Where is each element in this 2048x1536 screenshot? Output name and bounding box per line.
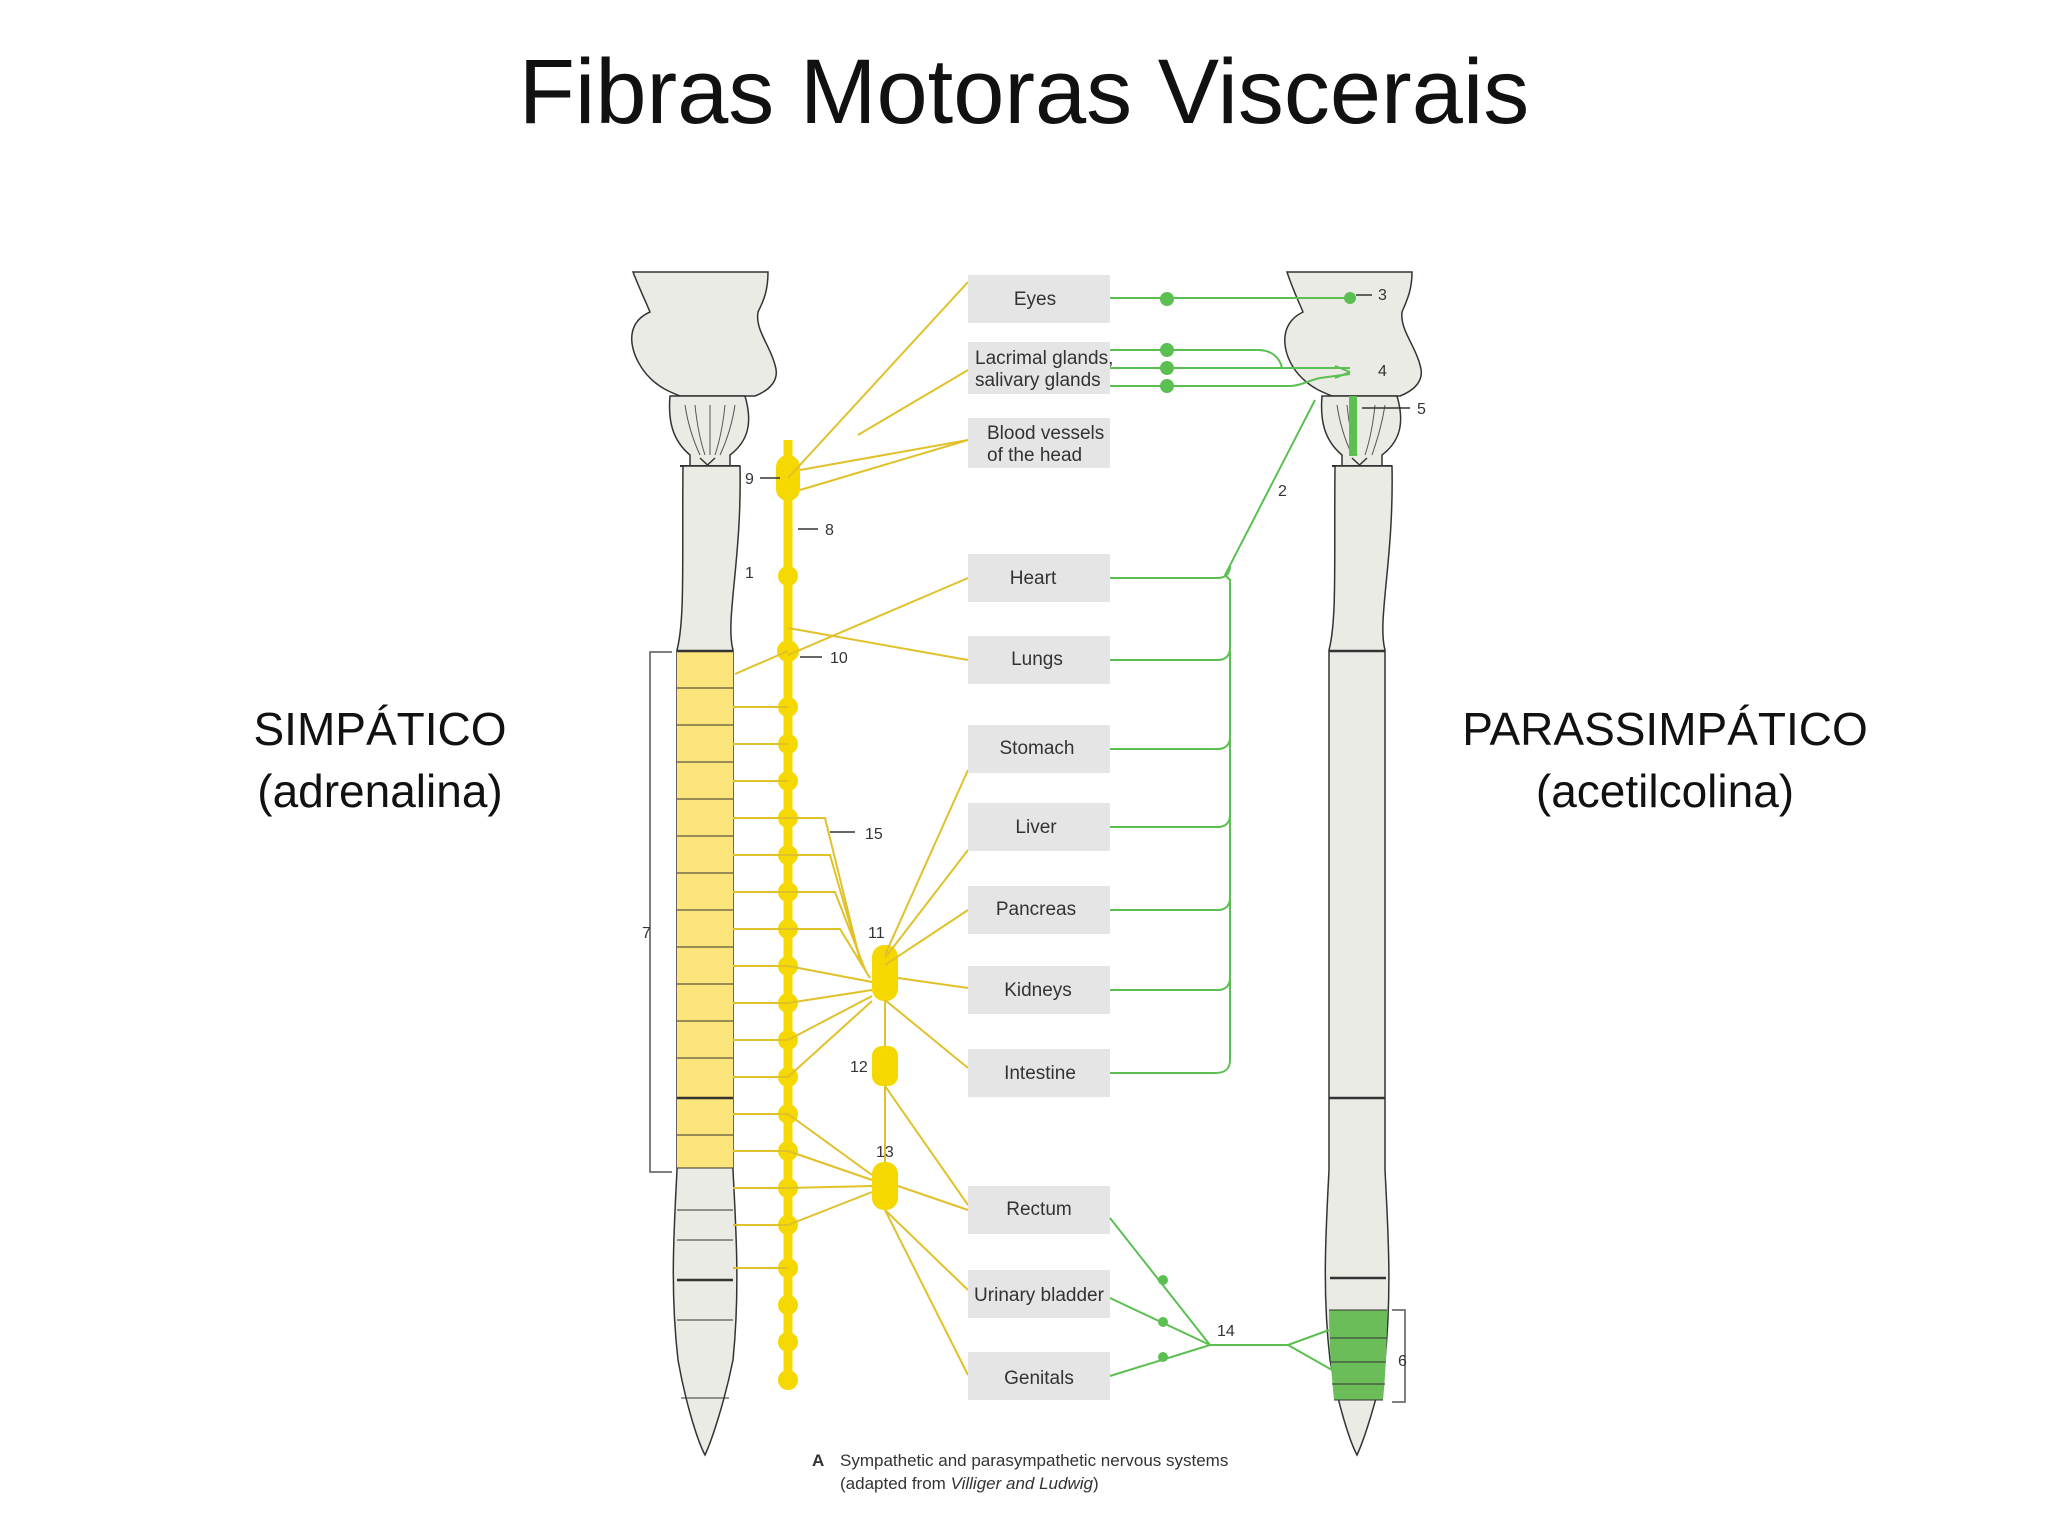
left-brain-top bbox=[631, 271, 777, 397]
label-14: 14 bbox=[1217, 1323, 1235, 1340]
right-sacral-segments bbox=[1329, 1310, 1387, 1400]
organ-blood-vessels: Blood vessels of the head bbox=[968, 418, 1110, 468]
organ-kidneys-label: Kidneys bbox=[1004, 980, 1072, 1001]
right-brain-spinal-cord bbox=[1284, 271, 1422, 1457]
label-12: 12 bbox=[850, 1059, 868, 1076]
caption-line-2-suffix: ) bbox=[1093, 1474, 1099, 1493]
parasympathetic-fibers bbox=[1109, 297, 1351, 1377]
sympathetic-postganglionic bbox=[787, 281, 969, 1376]
ganglion-11 bbox=[872, 945, 898, 1001]
label-7: 7 bbox=[642, 925, 651, 942]
organ-liver: Liver bbox=[968, 803, 1110, 851]
figure-caption: A Sympathetic and parasympathetic nervou… bbox=[812, 1451, 1228, 1493]
label-11: 11 bbox=[868, 925, 885, 942]
organ-rectum: Rectum bbox=[968, 1186, 1110, 1234]
label-9: 9 bbox=[745, 471, 754, 488]
reference-numbers: 9 8 1 10 15 7 11 12 13 14 3 4 5 2 6 bbox=[642, 287, 1426, 1370]
parasympathetic-ganglia bbox=[1158, 292, 1356, 1362]
organ-pancreas-label: Pancreas bbox=[996, 899, 1076, 920]
right-brain-top bbox=[1284, 271, 1422, 397]
rami-communicantes bbox=[733, 650, 789, 1269]
organ-heart-label: Heart bbox=[1010, 568, 1057, 589]
label-4: 4 bbox=[1378, 363, 1387, 380]
ganglion-13 bbox=[872, 1162, 898, 1210]
organ-intestine-label: Intestine bbox=[1004, 1063, 1076, 1084]
organ-lungs: Lungs bbox=[968, 636, 1110, 684]
splanchnic-nerves bbox=[787, 817, 886, 1226]
organ-liver-label: Liver bbox=[1015, 817, 1057, 838]
label-2: 2 bbox=[1278, 483, 1287, 500]
right-spinal-cord bbox=[1324, 465, 1393, 1457]
organ-boxes: Eyes Lacrimal glands, salivary glands Bl… bbox=[968, 275, 1113, 1400]
caption-line-2-prefix: (adapted from bbox=[840, 1474, 951, 1493]
organ-stomach: Stomach bbox=[968, 725, 1110, 773]
organ-lungs-label: Lungs bbox=[1011, 649, 1063, 670]
organ-genitals-label: Genitals bbox=[1004, 1368, 1074, 1389]
organ-blood-label-1: Blood vessels bbox=[987, 423, 1104, 444]
parasympathetic-label-transmitter: (acetilcolina) bbox=[1535, 765, 1795, 817]
label-8: 8 bbox=[825, 522, 834, 539]
organ-blood-label-2: of the head bbox=[987, 445, 1082, 466]
sympathetic-trunk bbox=[776, 440, 898, 1390]
right-brainstem bbox=[1320, 395, 1402, 471]
sympathetic-label-name: SIMPÁTICO bbox=[253, 703, 507, 755]
organ-stomach-label: Stomach bbox=[1000, 738, 1075, 759]
organ-eyes: Eyes bbox=[968, 275, 1110, 323]
label-10: 10 bbox=[830, 650, 848, 667]
left-sympathetic-segments bbox=[677, 650, 733, 1168]
organ-eyes-label: Eyes bbox=[1014, 289, 1056, 310]
sympathetic-label: SIMPÁTICO (adrenalina) bbox=[170, 698, 590, 822]
left-brainstem bbox=[668, 395, 750, 471]
organ-bladder-label: Urinary bladder bbox=[974, 1285, 1105, 1306]
organ-genitals: Genitals bbox=[968, 1352, 1110, 1400]
caption-line-2: (adapted from Villiger and Ludwig) bbox=[840, 1474, 1099, 1493]
organ-rectum-label: Rectum bbox=[1006, 1199, 1071, 1220]
label-13: 13 bbox=[876, 1144, 894, 1161]
parasympathetic-label-name: PARASSIMPÁTICO bbox=[1462, 703, 1868, 755]
organ-glands: Lacrimal glands, salivary glands bbox=[968, 342, 1113, 394]
label-1: 1 bbox=[745, 565, 754, 582]
organ-pancreas: Pancreas bbox=[968, 886, 1110, 934]
label-3: 3 bbox=[1378, 287, 1387, 304]
left-brain-spinal-cord bbox=[631, 271, 777, 1457]
sympathetic-label-transmitter: (adrenalina) bbox=[257, 765, 503, 817]
organ-heart: Heart bbox=[968, 554, 1110, 602]
organ-kidneys: Kidneys bbox=[968, 966, 1110, 1014]
parasympathetic-label: PARASSIMPÁTICO (acetilcolina) bbox=[1455, 698, 1875, 822]
organ-glands-label-2: salivary glands bbox=[975, 370, 1101, 391]
slide-title: Fibras Motoras Viscerais bbox=[518, 41, 1530, 143]
label-6: 6 bbox=[1398, 1353, 1407, 1370]
ganglion-12 bbox=[872, 1046, 898, 1086]
vagal-nucleus bbox=[1349, 396, 1357, 456]
caption-line-2-authors: Villiger and Ludwig bbox=[951, 1474, 1094, 1493]
bracket-7 bbox=[649, 651, 672, 1173]
label-5: 5 bbox=[1417, 401, 1426, 418]
organ-urinary-bladder: Urinary bladder bbox=[968, 1270, 1110, 1318]
caption-line-1: Sympathetic and parasympathetic nervous … bbox=[840, 1451, 1228, 1470]
organ-glands-label-1: Lacrimal glands, bbox=[975, 348, 1113, 369]
organ-intestine: Intestine bbox=[968, 1049, 1110, 1097]
bracket-6 bbox=[1392, 1309, 1406, 1403]
label-15: 15 bbox=[865, 826, 883, 843]
caption-letter: A bbox=[812, 1451, 824, 1470]
